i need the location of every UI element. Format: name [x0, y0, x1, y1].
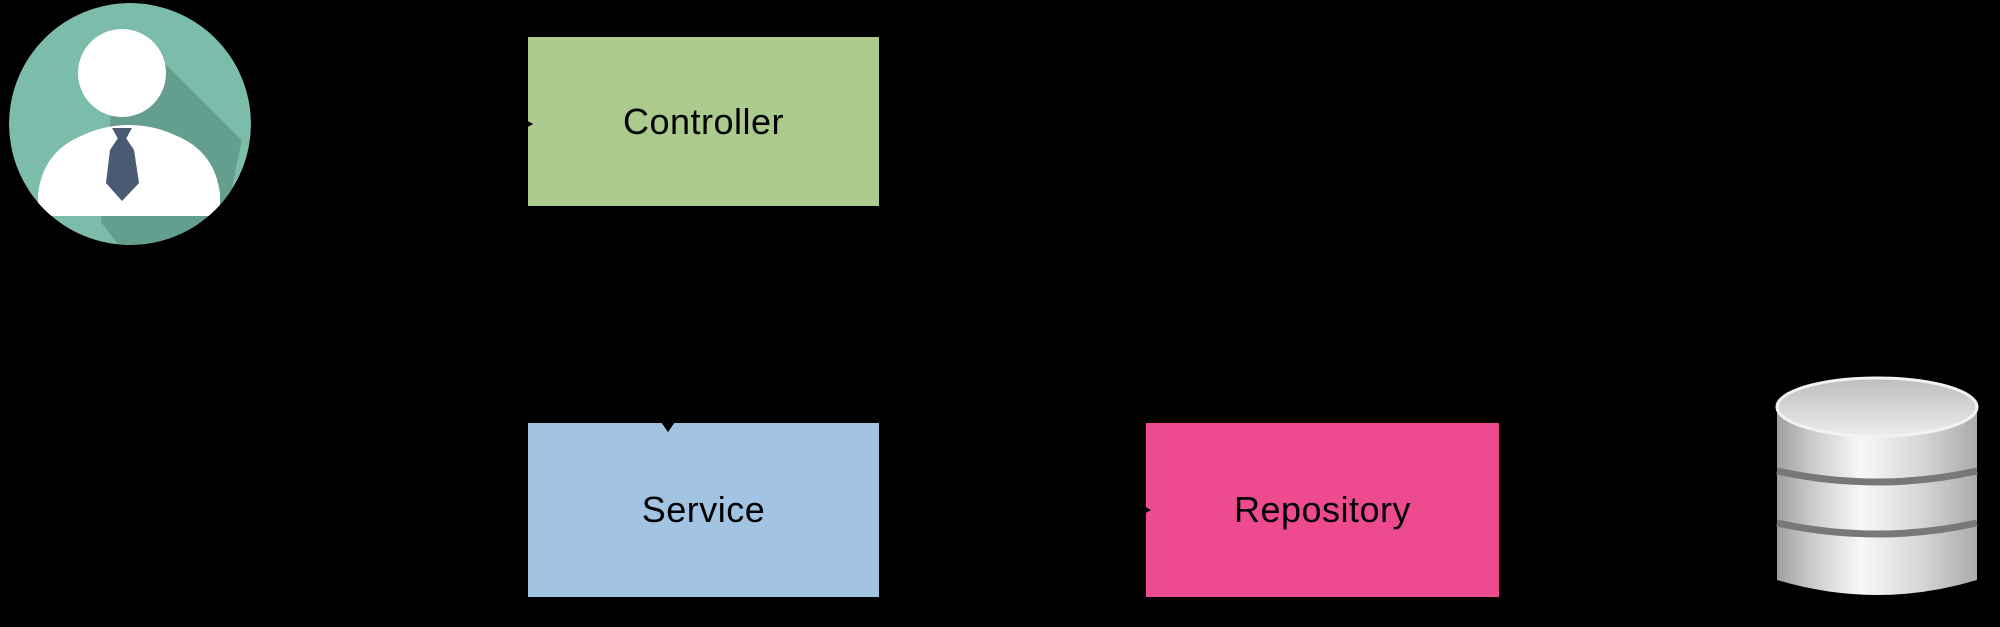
edge-repository-to-database	[1505, 497, 1778, 523]
user-avatar	[9, 3, 251, 245]
database-ground-shadow	[1771, 588, 1983, 616]
database-top-face	[1775, 376, 1979, 438]
avatar-tie-icon	[106, 132, 139, 201]
edge-user-to-controller	[262, 111, 534, 137]
repository-label: Repository	[1233, 489, 1412, 530]
service-node: Service	[528, 423, 879, 597]
database-band-top	[1776, 467, 1978, 486]
database-body	[1777, 407, 1977, 595]
edge-controller-to-service	[653, 210, 683, 433]
controller-node: Controller	[528, 37, 879, 206]
service-label: Service	[641, 489, 766, 530]
database-icon	[1771, 376, 1983, 616]
database-band-bottom	[1776, 519, 1978, 538]
controller-label: Controller	[622, 100, 785, 142]
avatar-head	[78, 29, 166, 117]
repository-node: Repository	[1146, 423, 1499, 597]
edge-service-to-repository	[886, 497, 1152, 523]
